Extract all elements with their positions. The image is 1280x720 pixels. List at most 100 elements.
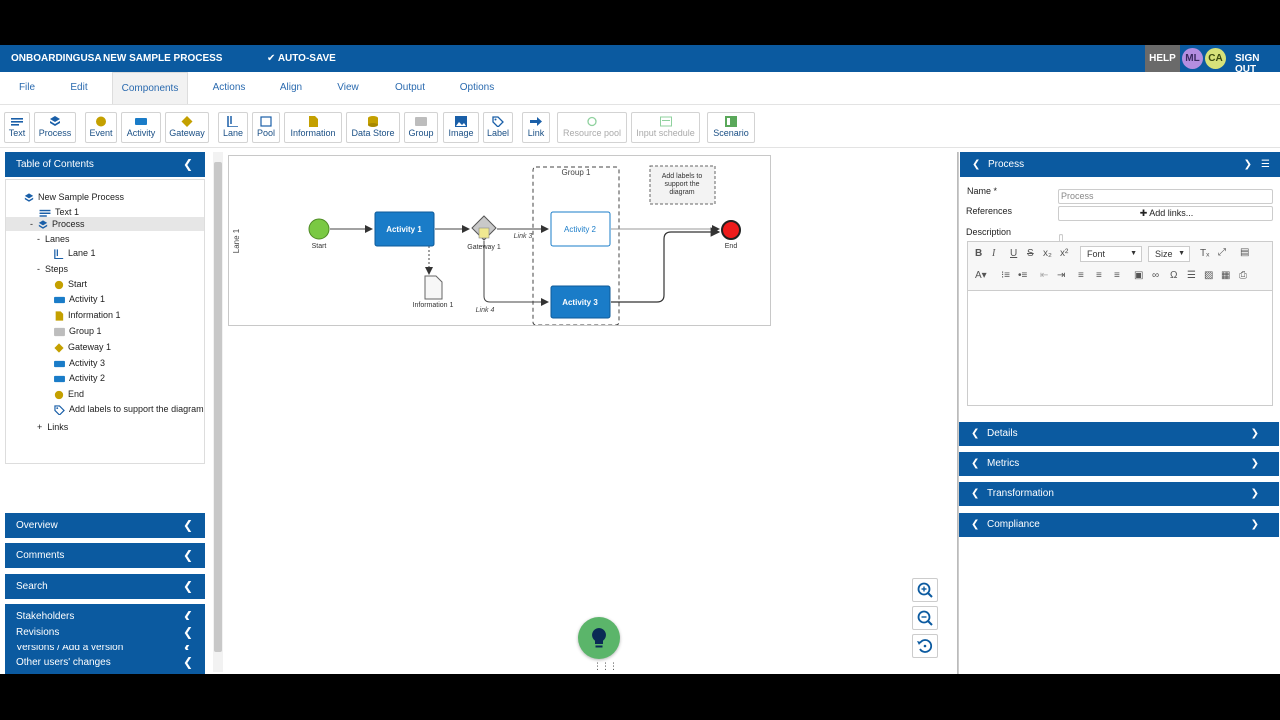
special-char-icon[interactable]: Ω (1170, 270, 1178, 281)
bold-icon[interactable]: B (975, 248, 983, 259)
tab-components[interactable]: Components (112, 72, 188, 104)
tips-button[interactable] (578, 617, 620, 659)
group-1[interactable] (532, 166, 620, 325)
size-select[interactable]: Size ▼ (1148, 246, 1190, 262)
outdent-icon[interactable]: ⇤ (1040, 270, 1049, 281)
start-event[interactable] (308, 218, 330, 240)
toc-item-start[interactable]: Start (54, 279, 87, 290)
subscript-icon[interactable]: x₂ (1043, 248, 1052, 259)
link-4[interactable] (483, 241, 549, 306)
name-input[interactable]: Process (1058, 189, 1273, 204)
align-center-icon[interactable]: ≡ (1096, 270, 1102, 281)
toc-item-lanes[interactable]: -Lanes (37, 234, 70, 244)
accordion-revisions[interactable]: Revisions❮ (5, 620, 205, 645)
help-button[interactable]: HELP (1145, 45, 1180, 72)
toc-item-end[interactable]: End (54, 389, 84, 400)
process-diagram[interactable]: Lane 1 Group 1 Add labels to support the… (229, 156, 770, 325)
horizontal-line-icon[interactable]: ☰ (1187, 270, 1196, 281)
scenario-tool-button[interactable]: Scenario (707, 112, 755, 143)
toc-item-activity-3[interactable]: Activity 3 (54, 358, 105, 369)
zoom-in-button[interactable] (912, 578, 938, 602)
align-left-icon[interactable]: ≡ (1078, 270, 1084, 281)
toc-item-process[interactable]: -Process (30, 219, 85, 229)
toc-item-group-1[interactable]: Group 1 (54, 326, 102, 337)
activity-2[interactable] (550, 211, 611, 247)
text-tool-button[interactable]: Text (4, 112, 30, 143)
toc-item-links[interactable]: +Links (37, 422, 69, 432)
resource-pool-tool-button[interactable]: Resource pool (557, 112, 627, 143)
activity-1[interactable] (374, 211, 435, 247)
table-icon[interactable]: ▦ (1221, 270, 1231, 281)
drag-handle[interactable] (478, 227, 490, 239)
toc-item-add-labels[interactable]: Add labels to support the diagram (54, 404, 204, 415)
activity-tool-button[interactable]: Activity (121, 112, 161, 143)
lane-label[interactable]: Lane 1 (232, 228, 241, 253)
label-note[interactable] (649, 165, 716, 205)
menu-icon[interactable]: ☰ (1261, 159, 1270, 170)
toc-item-information-1[interactable]: Information 1 (54, 310, 121, 321)
image-icon[interactable]: ▨ (1204, 270, 1214, 281)
link-icon[interactable]: ∞ (1152, 270, 1160, 281)
process-tool-button[interactable]: Process (34, 112, 76, 143)
toc-item-text-1[interactable]: Text 1 (39, 207, 79, 218)
properties-header[interactable]: ❮ Process ❯ ☰ (960, 152, 1280, 177)
group-tool-button[interactable]: Group (404, 112, 438, 143)
activity-3[interactable] (550, 285, 611, 319)
font-select[interactable]: Font ▼ (1080, 246, 1142, 262)
maximize-icon[interactable]: ⤢ (1218, 247, 1226, 258)
process-name[interactable]: NEW SAMPLE PROCESS (103, 53, 223, 64)
sign-out-link[interactable]: SIGN OUT (1235, 53, 1260, 75)
lane-tool-button[interactable]: Lane (218, 112, 248, 143)
pool-tool-button[interactable]: Pool (252, 112, 280, 143)
paste-icon[interactable]: ▣ (1134, 270, 1144, 281)
zoom-reset-button[interactable] (912, 634, 938, 658)
toc-header[interactable]: Table of Contents ❮ (5, 152, 205, 177)
zoom-out-button[interactable] (912, 606, 938, 630)
toc-item-lane-1[interactable]: Lane 1 (54, 248, 96, 259)
end-event[interactable] (721, 220, 741, 240)
accordion-details[interactable]: ❮Details❯ (959, 422, 1279, 446)
accordion-search[interactable]: Search❮ (5, 574, 205, 599)
toc-item-activity-1[interactable]: Activity 1 (54, 294, 105, 305)
toc-item-activity-2[interactable]: Activity 2 (54, 373, 105, 384)
data-store-tool-button[interactable]: Data Store (346, 112, 400, 143)
bulleted-list-icon[interactable]: •≡ (1018, 270, 1028, 281)
chevron-left-icon[interactable]: ❮ (972, 159, 981, 170)
add-links-button[interactable]: ✚ Add links... (1058, 206, 1273, 221)
input-schedule-tool-button[interactable]: Input schedule (631, 112, 700, 143)
tab-edit[interactable]: Edit (70, 82, 88, 93)
clear-format-icon[interactable]: Tₓ (1200, 248, 1210, 259)
italic-icon[interactable]: I (992, 248, 996, 259)
scrollbar-thumb[interactable] (214, 162, 222, 652)
align-right-icon[interactable]: ≡ (1114, 270, 1120, 281)
label-tool-button[interactable]: Label (483, 112, 513, 143)
accordion-metrics[interactable]: ❮Metrics❯ (959, 452, 1279, 476)
autosave-toggle[interactable]: ✔ AUTO-SAVE (267, 53, 336, 64)
accordion-compliance[interactable]: ❮Compliance❯ (959, 513, 1279, 537)
indent-icon[interactable]: ⇥ (1057, 270, 1066, 281)
numbered-list-icon[interactable]: ⁝≡ (1001, 270, 1011, 281)
org-name[interactable]: ONBOARDINGUSA (11, 53, 102, 64)
source-icon[interactable]: ▤ (1240, 247, 1250, 258)
image-tool-button[interactable]: Image (443, 112, 479, 143)
chevron-right-icon[interactable]: ❯ (1243, 159, 1252, 170)
toc-item-new-sample-process[interactable]: New Sample Process (24, 192, 124, 203)
toc-item-gateway-1[interactable]: Gateway 1 (54, 342, 111, 353)
text-color-icon[interactable]: A▾ (975, 270, 987, 281)
tab-file[interactable]: File (18, 82, 36, 93)
avatar[interactable]: ML (1182, 48, 1203, 69)
event-tool-button[interactable]: Event (85, 112, 117, 143)
diagram-canvas[interactable]: Lane 1 Group 1 Add labels to support the… (228, 155, 771, 326)
superscript-icon[interactable]: x² (1060, 248, 1069, 259)
information-tool-button[interactable]: Information (284, 112, 342, 143)
link-tool-button[interactable]: Link (522, 112, 550, 143)
tab-options[interactable]: Options (459, 82, 495, 93)
drag-handle-icon[interactable]: ⋮⋮⋮ (593, 661, 618, 671)
underline-icon[interactable]: U (1010, 248, 1018, 259)
accordion-transformation[interactable]: ❮Transformation❯ (959, 482, 1279, 506)
avatar[interactable]: CA (1205, 48, 1226, 69)
toc-item-steps[interactable]: -Steps (37, 264, 69, 274)
accordion-other-users-changes[interactable]: Other users' changes❮ (5, 650, 205, 674)
gateway-tool-button[interactable]: Gateway (165, 112, 209, 143)
accordion-comments[interactable]: Comments❮ (5, 543, 205, 568)
